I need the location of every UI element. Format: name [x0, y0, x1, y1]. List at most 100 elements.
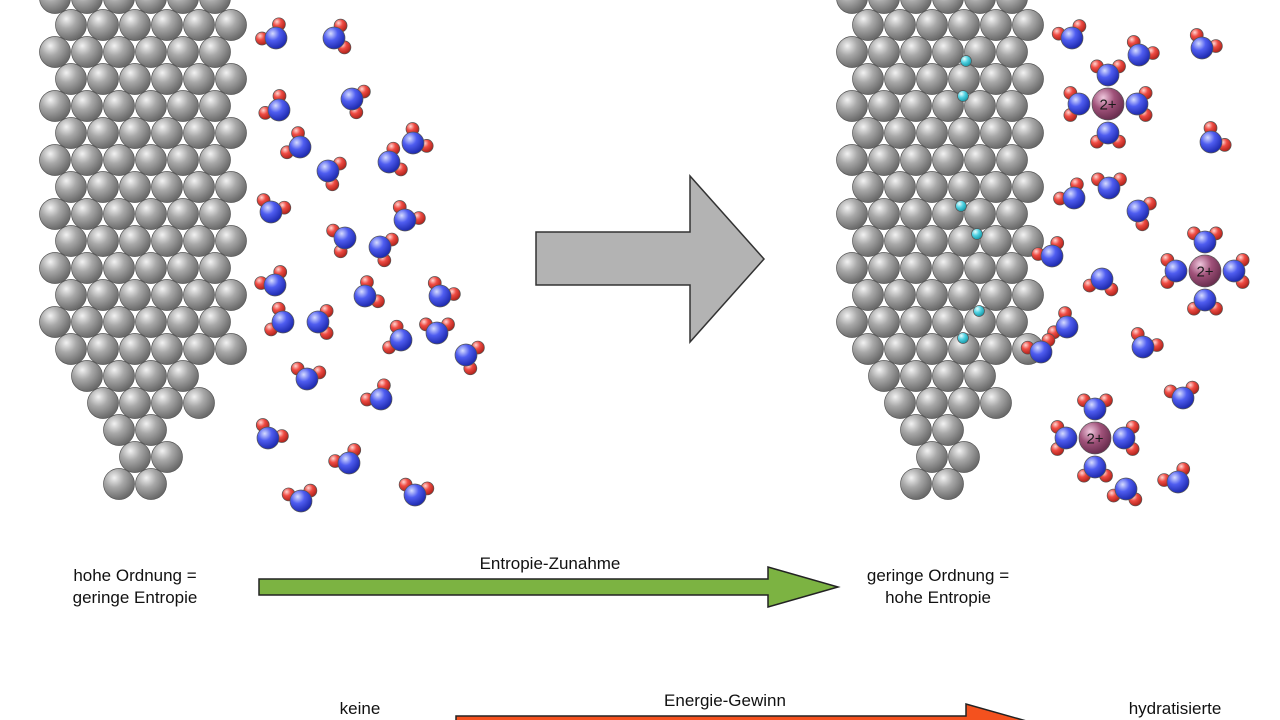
water-molecule	[1222, 253, 1250, 289]
metal-atom	[87, 279, 119, 311]
metal-atom	[103, 468, 135, 500]
metal-atom	[199, 306, 231, 338]
water-molecule	[1157, 462, 1191, 494]
metal-atom	[55, 171, 87, 203]
water-molecule	[454, 340, 485, 376]
metal-atom	[980, 333, 1012, 365]
metal-atom	[215, 9, 247, 41]
metal-atom	[852, 117, 884, 149]
metal-atom	[916, 441, 948, 473]
metal-atom	[167, 198, 199, 230]
water-molecule	[1091, 172, 1127, 200]
oxygen-atom	[1125, 92, 1149, 116]
oxygen-atom	[263, 273, 287, 297]
metal-atom	[868, 90, 900, 122]
water-molecule	[306, 304, 334, 340]
metal-atom	[996, 90, 1028, 122]
water-molecules-left	[254, 17, 485, 513]
hydrated-ion: 2+	[1063, 59, 1153, 149]
metal-atom	[932, 468, 964, 500]
water-molecule	[401, 122, 434, 155]
metal-atom	[151, 279, 183, 311]
oxygen-atom	[401, 131, 425, 155]
metal-atom	[836, 90, 868, 122]
metal-atom	[215, 171, 247, 203]
metal-atom	[183, 225, 215, 257]
metal-atom	[884, 171, 916, 203]
metal-atom	[103, 0, 135, 14]
metal-atom	[87, 333, 119, 365]
metal-atom	[103, 360, 135, 392]
oxygen-atom	[368, 235, 392, 259]
metal-atom	[119, 171, 151, 203]
metal-atom	[996, 144, 1028, 176]
oxygen-atom	[1114, 477, 1138, 501]
metal-atom	[836, 36, 868, 68]
metal-atom	[135, 252, 167, 284]
right-caption-line2: hohe Entropie	[885, 588, 991, 607]
metal-ion	[1078, 421, 1112, 455]
metal-atom	[183, 117, 215, 149]
metal-atom	[916, 225, 948, 257]
oxygen-atom	[1029, 340, 1053, 364]
oxygen-atom	[1131, 335, 1155, 359]
metal-atom	[119, 441, 151, 473]
water-molecule	[1090, 121, 1126, 149]
metal-atom	[135, 90, 167, 122]
metal-atom	[55, 63, 87, 95]
water-molecule	[1031, 236, 1065, 268]
metal-atom	[884, 9, 916, 41]
metal-atom	[199, 90, 231, 122]
metal-atom	[39, 252, 71, 284]
oxygen-atom	[1096, 63, 1120, 87]
left-caption-line1: hohe Ordnung =	[73, 566, 197, 585]
metal-atom	[964, 252, 996, 284]
oxygen-atom	[369, 387, 393, 411]
metal-atom	[39, 90, 71, 122]
oxygen-atom	[306, 310, 330, 334]
metal-atom	[996, 198, 1028, 230]
metal-ion	[1091, 87, 1125, 121]
metal-atom	[948, 387, 980, 419]
oxygen-atom	[1060, 26, 1084, 50]
metal-atom	[900, 360, 932, 392]
metal-atom	[103, 252, 135, 284]
metal-atom	[151, 63, 183, 95]
oxygen-atom	[337, 451, 361, 475]
oxygen-atom	[1096, 121, 1120, 145]
metal-atom	[836, 198, 868, 230]
metal-atom	[215, 333, 247, 365]
metal-atom	[215, 225, 247, 257]
metal-atom	[900, 90, 932, 122]
electron	[971, 228, 983, 240]
water-molecule	[1163, 380, 1200, 410]
oxygen-atom	[1040, 244, 1064, 268]
metal-atom	[852, 9, 884, 41]
water-molecule	[290, 361, 327, 391]
metal-atom	[71, 0, 103, 14]
oxygen-atom	[340, 87, 364, 111]
metal-atom	[932, 360, 964, 392]
energy-arrow	[455, 703, 1026, 720]
metal-atom	[996, 252, 1028, 284]
metal-atom	[167, 144, 199, 176]
metal-lattice-left	[39, 0, 247, 500]
metal-atom	[1012, 63, 1044, 95]
metal-atom	[900, 468, 932, 500]
metal-atom	[868, 306, 900, 338]
hydrated-ion: 2+	[1050, 393, 1140, 483]
entropy-arrow	[258, 566, 841, 608]
metal-atom	[71, 144, 103, 176]
right-caption: geringe Ordnung = hohe Entropie	[838, 565, 1038, 609]
metal-atom	[55, 279, 87, 311]
oxygen-atom	[256, 426, 280, 450]
water-molecule	[264, 301, 295, 337]
metal-atom	[1012, 171, 1044, 203]
metal-atom	[980, 225, 1012, 257]
metal-atom	[932, 90, 964, 122]
metal-atom	[948, 63, 980, 95]
metal-atom	[167, 0, 199, 14]
water-molecule	[1077, 393, 1113, 421]
oxygen-atom	[1199, 130, 1223, 154]
oxygen-atom	[425, 321, 449, 345]
